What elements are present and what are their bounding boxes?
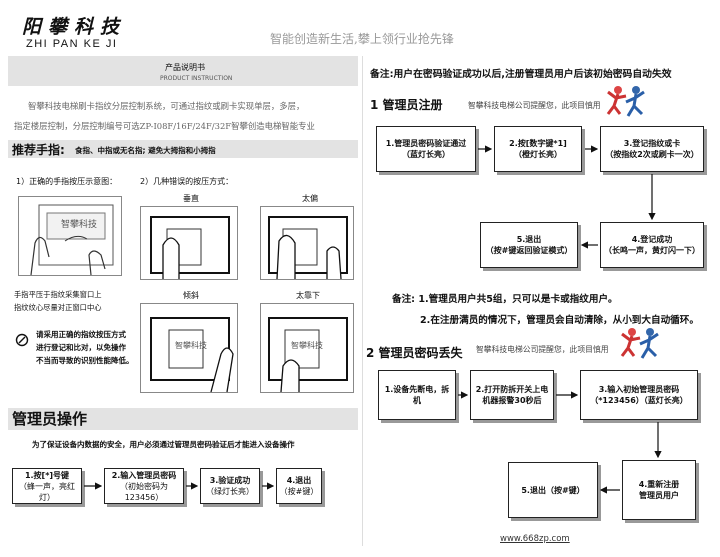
admin-steps-arrows [84,482,275,490]
admin-figure-icon-2 [620,328,659,359]
wrong-press-too-low-illustration: 智攀科技 [260,303,354,393]
note-line-3: 不当而导致的识别性能降低。 [36,356,134,365]
manual-title: 产品说明书 [165,63,205,72]
manual-subtitle: PRODUCT INSTRUCTION [160,75,233,82]
note-top: 备注:用户在密码验证成功以后,注册管理员用户后该初始密码自动失效 [370,69,672,80]
s2-box-4-line1: 4.重新注册 [638,480,680,489]
s1-box-4: 4.登记成功 （长鸣一声，黄灯闪一下） [600,222,704,268]
admin-step-4: 4.退出 （按#键） [276,468,322,504]
admin-step-1-line2: （蜂一声，亮红灯） [19,481,75,502]
wrong-press-label: 2）几种错误的按压方式： [140,177,234,186]
wrong-press-tilted-illustration: 智攀科技 [140,303,238,393]
s2-box-2-line1: 2.打开防拆开关上电 [475,385,549,394]
s2-box-5-line1: 5.退出（按#键） [521,485,585,495]
admin-step-3-line2: （绿灯长亮） [206,487,254,496]
admin-step-1: 1.按[*]号键 （蜂一声，亮红灯） [12,468,82,504]
wrong-press-vertical-illustration [140,206,238,280]
admin-step-4-line2: （按#键） [279,487,319,496]
admin-step-4-line1: 4.退出 [286,476,312,485]
manual-header-bar [8,56,358,86]
slogan: 智能创造新生活,攀上领行业抢先锋 [270,32,454,46]
correct-caption-1: 手指平压于指纹采集窗口上 [14,290,102,299]
s2-box-1-line1: 1.设备先断电，拆机 [384,385,450,405]
footer-url[interactable]: www.668zp.com [500,534,570,544]
s1-box-2: 2.按[数字键*1] （橙灯长亮） [494,126,582,172]
admin-step-2-line2: （初始密码为123456） [120,481,168,502]
section1-arrows [478,145,656,249]
s2-box-3-line2: （*123456）（蓝灯长亮） [590,396,688,405]
tilted-card-brand: 智攀科技 [175,341,207,350]
s2-box-2-line2: 机器报警30秒后 [482,396,542,405]
s1-box-2-line2: （橙灯长亮） [514,150,562,159]
note-mid-1: 备注: 1.管理员用户共5组，只可以是卡或指纹用户。 [392,294,618,305]
s1-box-4-line2: （长鸣一声，黄灯闪一下） [604,246,700,255]
manual-intro-line1: 智攀科技电梯刷卡指纹分层控制系统，可通过指纹或刷卡实现单层，多层， [28,101,305,111]
logo-chinese: 阳攀科技 [22,16,127,38]
note-mid-2: 2.在注册满员的情况下，管理员会自动清除，从小到大自动循环。 [420,315,699,326]
correct-press-label: 1）正确的手指按压示意图： [16,177,118,186]
s1-box-1-line1: 1.管理员密码验证通过 [385,139,467,148]
wrong-type-tilted: 倾斜 [183,291,199,300]
wrong-type-too-offset: 太偏 [302,194,318,203]
admin-ops-title: 管理员操作 [12,410,88,428]
section1-title: 1 管理员注册 [370,98,443,112]
s1-box-4-line1: 4.登记成功 [631,235,673,244]
s2-box-3: 3.输入初始管理员密码 （*123456）（蓝灯长亮） [580,370,698,420]
s1-box-5-line2: （按#键返回验证模式） [485,246,573,255]
admin-figure-icon [606,86,645,117]
s1-box-2-line1: 2.按[数字键*1] [509,139,567,148]
s1-box-3-line1: 3.登记指纹或卡 [623,139,681,148]
s1-box-3: 3.登记指纹或卡 （按指纹2次或刷卡一次） [600,126,704,172]
s2-box-5: 5.退出（按#键） [508,462,598,518]
section2-copyright: 智攀科技电梯公司提醒您，此项目慎用 [476,345,609,354]
correct-press-illustration: 智攀科技 [18,196,122,276]
section2-arrows [458,391,662,494]
s1-box-5-line1: 5.退出 [516,235,542,244]
note-line-2: 进行登记和比对，以免操作 [36,343,126,352]
s2-box-3-line1: 3.输入初始管理员密码 [598,385,680,394]
manual-intro-line2: 指定楼层控制，分层控制编号可选ZP-I08F/16F/24F/32F智攀创造电梯… [14,121,315,131]
admin-step-3-line1: 3.验证成功 [209,476,251,485]
finger-recommend: 食指、中指或无名指; 避免大拇指和小拇指 [75,146,216,155]
logo-english: ZHI PAN KE JI [26,38,118,50]
admin-ops-desc: 为了保证设备内数据的安全，用户必须通过管理员密码验证后才能进入设备操作 [32,440,295,449]
s1-box-5: 5.退出 （按#键返回验证模式） [480,222,578,268]
wrong-type-vertical: 垂直 [183,194,199,203]
section2-title: 2 管理员密码丢失 [366,346,463,360]
admin-step-3: 3.验证成功 （绿灯长亮） [200,468,260,504]
finger-title: 推荐手指: [12,143,65,157]
s1-box-1: 1.管理员密码验证通过 （蓝灯长亮） [376,126,476,172]
admin-step-2: 2.输入管理员密码 （初始密码为123456） [104,468,184,504]
s2-box-2: 2.打开防拆开关上电 机器报警30秒后 [470,370,554,420]
finger-bar [8,140,358,158]
admin-ops-bar [8,408,358,430]
section1-copyright: 智攀科技电梯公司提醒您，此项目慎用 [468,101,601,110]
correct-card-brand: 智攀科技 [61,220,98,230]
s2-box-4-line2: 管理员用户 [639,491,679,500]
s2-box-4: 4.重新注册 管理员用户 [622,460,696,520]
s1-box-3-line2: （按指纹2次或刷卡一次） [605,150,699,159]
note-line-1: 请采用正确的指纹按压方式 [36,330,126,339]
s2-box-1: 1.设备先断电，拆机 [378,370,456,420]
admin-step-1-line1: 1.按[*]号键 [24,470,70,480]
s1-box-1-line2: （蓝灯长亮） [402,150,450,159]
info-icon [15,333,29,347]
admin-step-2-line1: 2.输入管理员密码 [111,470,177,480]
wrong-type-too-low: 太靠下 [296,291,320,300]
column-divider [362,56,363,546]
too-low-card-brand: 智攀科技 [291,341,323,350]
wrong-press-offset-illustration [260,206,354,280]
correct-caption-2: 指纹纹心尽量对正窗口中心 [14,303,102,312]
